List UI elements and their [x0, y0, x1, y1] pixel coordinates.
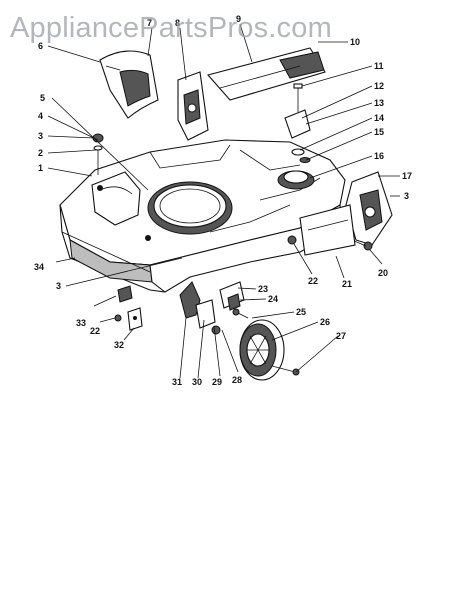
callout-12: 12: [374, 81, 384, 91]
callout-33: 33: [76, 318, 86, 328]
callout-labels: 1 2 3 3 3 4 5 6 7 8 9 10 11 12 13 14 15 …: [34, 14, 412, 387]
callout-25: 25: [296, 307, 306, 317]
callout-26: 26: [320, 317, 330, 327]
callout-10: 10: [350, 37, 360, 47]
callout-3: 3: [56, 281, 61, 291]
callout-21: 21: [342, 279, 352, 289]
callout-16: 16: [374, 151, 384, 161]
callout-22: 22: [90, 326, 100, 336]
callout-27: 27: [336, 331, 346, 341]
callout-8: 8: [175, 18, 180, 28]
front-wheel-adjuster: [179, 281, 300, 381]
callout-22: 22: [308, 276, 318, 286]
callout-31: 31: [172, 377, 182, 387]
rear-axle-bracket: [287, 204, 356, 256]
rear-baffle: [99, 50, 159, 119]
callout-28: 28: [232, 375, 242, 385]
callout-23: 23: [258, 284, 268, 294]
callout-3: 3: [38, 131, 43, 141]
callout-7: 7: [147, 18, 152, 28]
callout-14: 14: [374, 113, 384, 123]
leader-lines: [47, 23, 400, 379]
callout-11: 11: [374, 61, 384, 71]
callout-30: 30: [192, 377, 202, 387]
callout-13: 13: [374, 98, 384, 108]
callout-17: 17: [402, 171, 412, 181]
callout-24: 24: [268, 294, 278, 304]
callout-1: 1: [38, 163, 43, 173]
callout-6: 6: [38, 41, 43, 51]
callout-29: 29: [212, 377, 222, 387]
callout-5: 5: [40, 93, 45, 103]
callout-15: 15: [374, 127, 384, 137]
callout-34: 34: [34, 262, 44, 272]
callout-9: 9: [236, 14, 241, 24]
callout-3: 3: [404, 191, 409, 201]
engine-mount-hardware: [277, 83, 315, 190]
right-height-adjuster: [345, 171, 393, 251]
left-front-small-parts: [114, 285, 143, 331]
callout-32: 32: [114, 340, 124, 350]
callout-2: 2: [38, 148, 43, 158]
callout-4: 4: [38, 111, 43, 121]
mower-deck: [59, 139, 346, 293]
callout-20: 20: [378, 268, 388, 278]
left-height-adjuster: [177, 71, 209, 141]
rear-cover: [206, 47, 326, 101]
